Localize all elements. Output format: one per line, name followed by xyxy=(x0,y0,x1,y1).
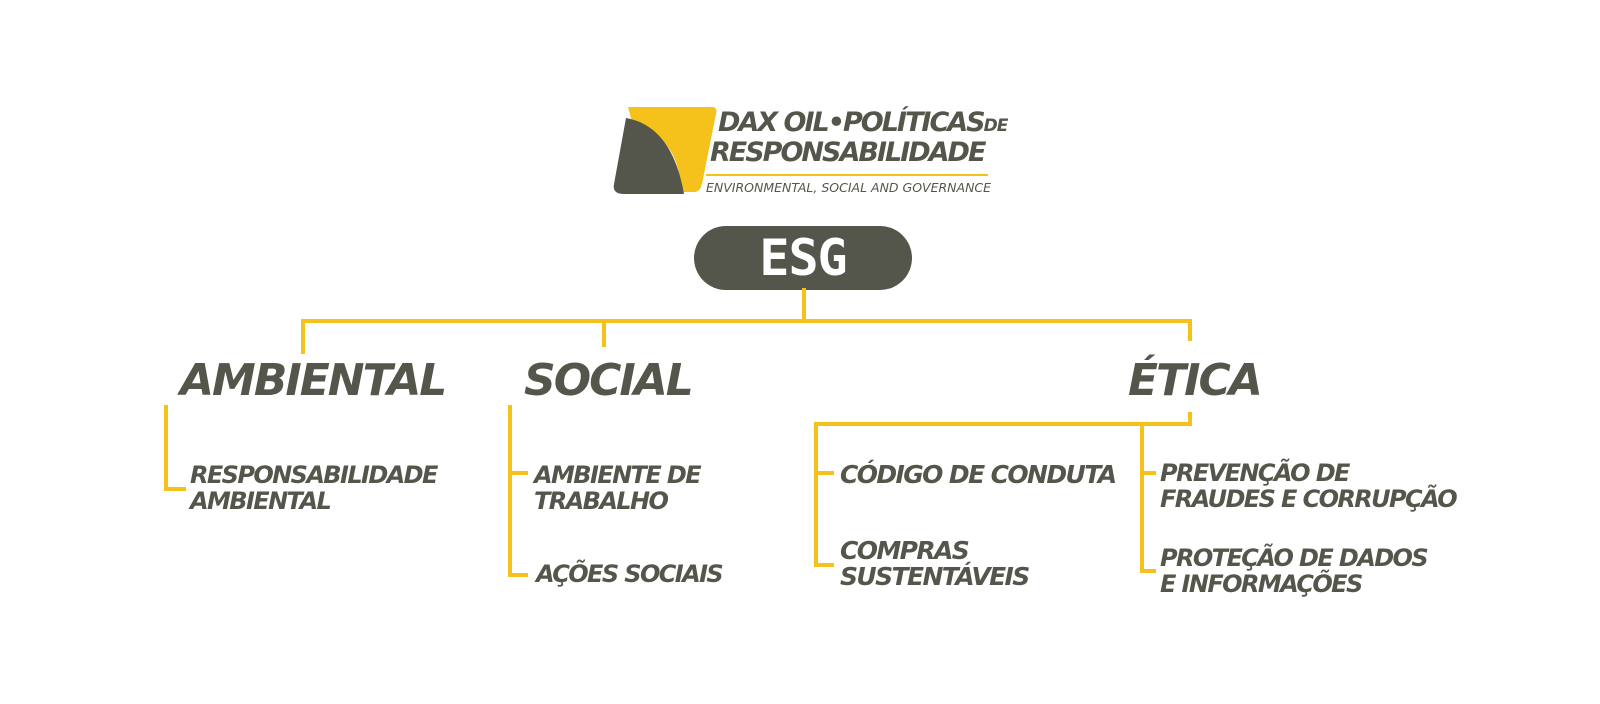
social-item-1: AMBIENTE DE TRABALHO xyxy=(534,461,702,515)
etica-drop xyxy=(814,412,1192,426)
ambiental-item-1: RESPONSABILIDADE AMBIENTAL xyxy=(190,461,438,515)
brand-title-de: DE xyxy=(983,116,1009,136)
brand-title-line2: RESPONSABILIDADE xyxy=(710,137,986,168)
etica-right-item-1: PREVENÇÃO DE FRAUDES E CORRUPÇÃO xyxy=(1160,459,1458,513)
branch-heading-social: SOCIAL xyxy=(524,355,694,406)
brand-title-line1: DAX OIL•POLÍTICASDE xyxy=(718,107,1009,138)
etica-left-item-1: CÓDIGO DE CONDUTA xyxy=(840,460,1117,489)
etica-left-item-2: COMPRAS SUSTENTÁVEIS xyxy=(840,536,1030,591)
etica-right-item-2: PROTEÇÃO DE DADOS E INFORMAÇÕES xyxy=(1160,544,1429,598)
social-item-2: AÇÕES SOCIAIS xyxy=(536,560,724,588)
branch-heading-ambiental: AMBIENTAL xyxy=(180,355,447,406)
brand-tagline: ENVIRONMENTAL, SOCIAL AND GOVERNANCE xyxy=(706,180,992,195)
branch-heading-etica: ÉTICA xyxy=(1128,355,1263,406)
logo-gray-shape xyxy=(613,118,684,194)
logo-mark xyxy=(613,107,717,194)
ambiental-branch xyxy=(164,405,186,491)
root-label: ESG xyxy=(759,229,847,287)
esg-pill xyxy=(694,226,912,290)
